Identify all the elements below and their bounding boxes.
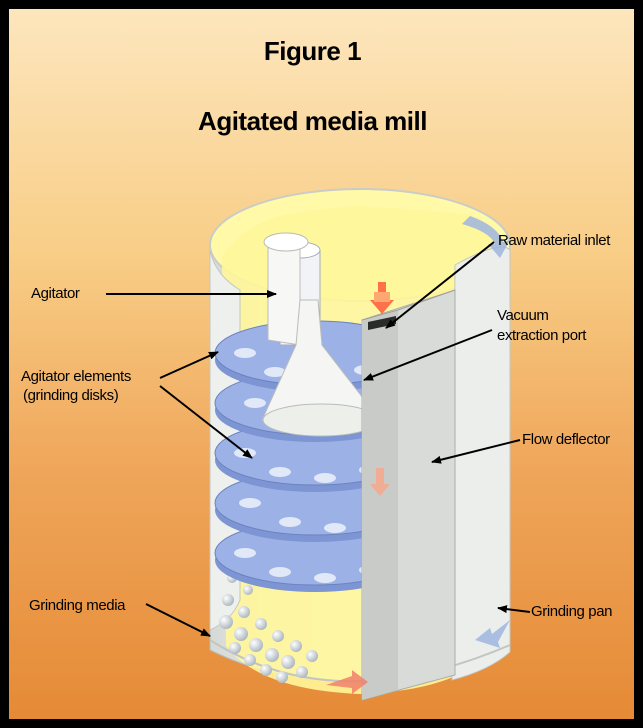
label-grinding-media: Grinding media — [29, 596, 125, 615]
label-agitator-elements: Agitator elements — [21, 367, 131, 386]
flow-deflector — [362, 290, 455, 700]
label-flow-deflector: Flow deflector — [522, 430, 610, 449]
label-raw-material-inlet: Raw material inlet — [498, 231, 610, 250]
label-vacuum: Vacuum — [497, 306, 549, 325]
label-extraction-port: extraction port — [497, 326, 586, 345]
label-agitator: Agitator — [31, 284, 80, 303]
leader-grinding-disk-upper — [160, 352, 218, 378]
label-grinding-pan: Grinding pan — [531, 602, 612, 621]
label-grinding-disks: (grinding disks) — [23, 386, 118, 405]
leader-grinding-media — [146, 604, 210, 636]
